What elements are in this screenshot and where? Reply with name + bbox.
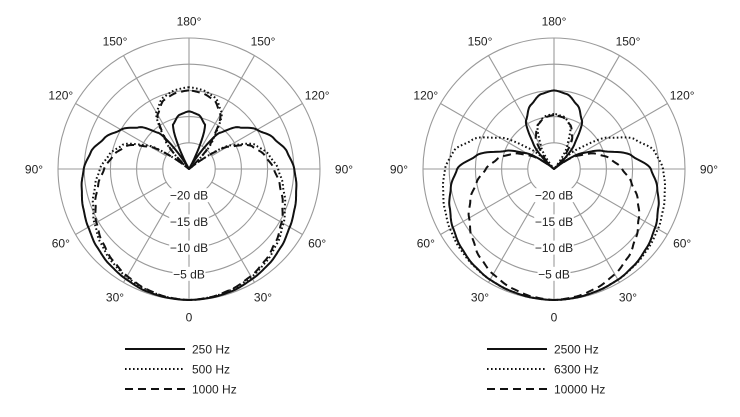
polar-chart-1: 250 Hz 500 Hz 1000 Hz −5 dB −10 dB −15 dB −20 …: [25, 15, 353, 397]
angle-tick-label: 60°: [673, 237, 691, 251]
grid-spoke: [576, 181, 668, 235]
angle-tick-label: 30°: [106, 291, 124, 305]
angle-tick-label: 120°: [413, 89, 438, 103]
label-bg: [172, 266, 206, 281]
series-curve-500-hz: [91, 86, 287, 301]
angle-tick-label: 90°: [25, 163, 43, 177]
radial-tick-label: −15 dB: [170, 215, 208, 229]
label-bg: [534, 240, 574, 255]
grid-spoke: [75, 181, 167, 235]
angle-tick-label: 60°: [417, 237, 435, 251]
angle-tick-label: 120°: [670, 89, 695, 103]
angle-tick-label: 60°: [52, 237, 70, 251]
angle-tick-label: 0: [551, 311, 558, 325]
angle-tick-label: 90°: [390, 163, 408, 177]
angle-tick-label: 150°: [251, 34, 276, 48]
angle-tick-label: 150°: [103, 34, 128, 48]
grid-spoke: [440, 181, 532, 235]
legend-label: 1000 Hz: [192, 383, 237, 397]
angle-tick-label: 150°: [616, 34, 641, 48]
angle-tick-label: 30°: [619, 291, 637, 305]
radial-tick-label: −5 dB: [538, 267, 570, 281]
radial-tick-label: −20 dB: [170, 189, 208, 203]
grid-spoke: [566, 191, 620, 283]
radial-tick-label: −10 dB: [170, 241, 208, 255]
series-curve-10000-hz: [467, 114, 641, 301]
angle-tick-label: 180°: [177, 15, 202, 29]
legend-label: 2500 Hz: [554, 343, 599, 357]
grid-spoke: [123, 55, 177, 147]
grid-spoke: [201, 191, 255, 283]
angle-tick-label: 0: [186, 311, 193, 325]
angle-tick-label: 30°: [471, 291, 489, 305]
angle-tick-label: 60°: [308, 237, 326, 251]
angle-tick-label: 180°: [542, 15, 567, 29]
radial-tick-label: −15 dB: [535, 215, 573, 229]
radial-tick-label: −10 dB: [535, 241, 573, 255]
angle-tick-label: 30°: [254, 291, 272, 305]
grid-spoke: [566, 55, 620, 147]
label-bg: [534, 188, 574, 203]
grid-spoke: [201, 55, 255, 147]
legend-label: 250 Hz: [192, 343, 230, 357]
label-bg: [169, 214, 209, 229]
angle-tick-label: 150°: [468, 34, 493, 48]
polar-chart-2: 2500 Hz 6300 Hz 10000 Hz −5 dB −10 dB −15 dB −…: [390, 15, 718, 397]
grid-spoke: [488, 191, 542, 283]
grid-spoke: [488, 55, 542, 147]
label-bg: [169, 240, 209, 255]
radial-tick-label: −20 dB: [535, 189, 573, 203]
label-bg: [169, 188, 209, 203]
grid-spoke: [211, 181, 303, 235]
legend-label: 6300 Hz: [554, 363, 599, 377]
label-bg: [537, 266, 571, 281]
angle-tick-label: 90°: [335, 163, 353, 177]
angle-tick-label: 120°: [305, 89, 330, 103]
angle-tick-label: 120°: [48, 89, 73, 103]
angle-tick-label: 90°: [700, 163, 718, 177]
grid-spoke: [576, 103, 668, 157]
radial-tick-label: −5 dB: [173, 267, 205, 281]
grid-spoke: [123, 191, 177, 283]
series-curve-1000-hz: [94, 89, 284, 301]
legend-label: 500 Hz: [192, 363, 230, 377]
legend-label: 10000 Hz: [554, 383, 605, 397]
label-bg: [534, 214, 574, 229]
grid-spoke: [440, 103, 532, 157]
